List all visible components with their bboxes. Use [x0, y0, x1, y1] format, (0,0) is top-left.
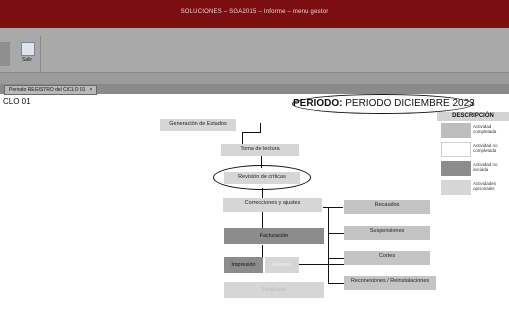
node-generacion-estados[interactable]: Generación de Estados	[160, 119, 236, 131]
legend-swatch-opcionales	[441, 180, 471, 195]
connector	[260, 123, 261, 132]
connector	[328, 283, 344, 284]
legend-swatch-no-iniciada	[441, 161, 471, 176]
node-impresion[interactable]: Impresión	[224, 257, 263, 273]
node-reconexiones[interactable]: Reconexiones / Reinstalaciones	[344, 276, 436, 290]
window-title: SOLUCIONES – SGA2015 – Informe – menu ge…	[180, 9, 329, 15]
exit-button[interactable]: Salir	[18, 40, 36, 68]
legend-label-no-iniciada: Actividad no iniciada	[473, 162, 498, 172]
connector	[242, 132, 261, 133]
ribbon-group-bar	[0, 72, 509, 85]
node-correcciones-ajustes[interactable]: Correcciones y ajustes	[223, 198, 322, 212]
node-suspensiones[interactable]: Suspensiones	[344, 226, 430, 240]
node-cortes[interactable]: Cortes	[344, 251, 430, 265]
legend-swatch-no-completada	[441, 142, 471, 157]
legend-title: DESCRIPCIÓN	[437, 112, 509, 121]
document-tabstrip: Periodo REGISTRO del CICLO 01×	[0, 84, 509, 95]
connector	[261, 156, 262, 168]
close-icon[interactable]: ×	[89, 87, 93, 93]
connector	[328, 258, 344, 259]
periodo-value: PERIODO DICIEMBRE 2023	[345, 98, 475, 109]
node-recaudos[interactable]: Recaudos	[344, 200, 430, 214]
connector	[323, 207, 343, 208]
legend-label-opcionales: Actividades opcionales	[473, 181, 497, 191]
node-toma-lectura[interactable]: Toma de lectura	[221, 144, 299, 156]
connector	[262, 212, 263, 228]
connector	[262, 245, 263, 257]
legend-label-completada: Actividad completada	[473, 124, 497, 134]
periodo-label: PERIODO:	[293, 98, 343, 109]
legend-panel: DESCRIPCIÓN Actividad completada Activid…	[437, 112, 509, 198]
legend-swatch-completada	[441, 123, 471, 138]
connector	[299, 264, 344, 265]
ribbon-left-button[interactable]	[0, 42, 10, 66]
title-bar: SOLUCIONES – SGA2015 – Informe – menu ge…	[0, 0, 509, 28]
tab-periodo-registro[interactable]: Periodo REGISTRO del CICLO 01×	[4, 85, 98, 95]
node-finalizado[interactable]: Finalizado	[224, 282, 324, 298]
ribbon-separator	[40, 36, 41, 76]
connector	[328, 207, 329, 283]
exit-label: Salir	[21, 57, 32, 63]
connector	[262, 188, 263, 198]
tab-label: Periodo REGISTRO del CICLO 01	[9, 87, 86, 93]
periodo-indicator: PERIODO: PERIODO DICIEMBRE 2023	[292, 94, 475, 114]
ribbon: Salir	[0, 28, 509, 85]
connector	[242, 132, 243, 144]
connector	[328, 233, 344, 234]
highlight-ellipse	[213, 165, 311, 190]
node-reparto[interactable]: Reparto	[265, 257, 299, 273]
exit-icon	[21, 42, 35, 56]
legend-label-no-completada: Actividad no completada	[473, 143, 498, 153]
form-code: CLO 01	[3, 97, 31, 106]
node-facturacion[interactable]: Facturación	[224, 228, 324, 244]
